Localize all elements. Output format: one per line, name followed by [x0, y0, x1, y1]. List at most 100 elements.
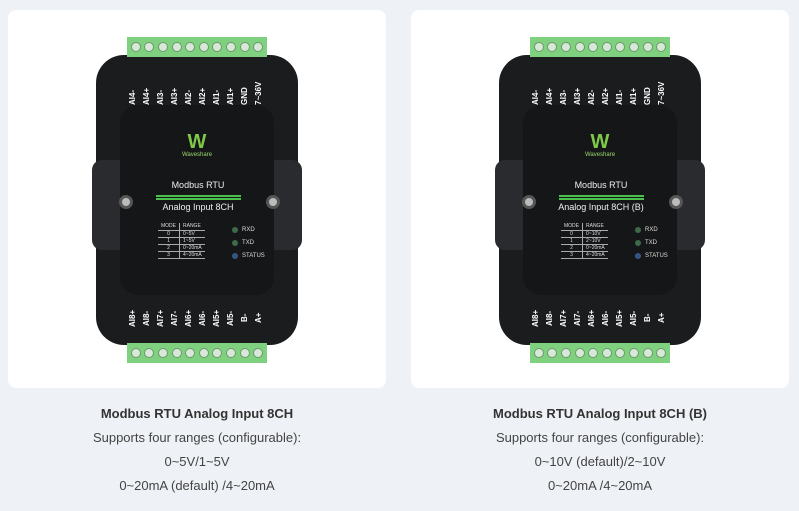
table-header: MODE — [158, 223, 180, 231]
range-cell: 0~20mA — [179, 244, 205, 252]
screw-icon — [171, 348, 182, 358]
led-label: STATUS — [645, 252, 668, 259]
screw-icon — [157, 348, 168, 358]
pin-label: AI4- — [531, 89, 540, 105]
range-cell: 4~20mA — [179, 251, 205, 259]
pin-label: AI6- — [198, 310, 207, 326]
pin-label: AI5+ — [212, 309, 221, 327]
bolt-icon — [522, 195, 536, 209]
pin-label: AI5+ — [615, 309, 624, 327]
pin-label: GND — [643, 87, 652, 105]
led-icon — [232, 239, 238, 246]
product-title[interactable]: Modbus RTU Analog Input 8CH (B) — [493, 406, 707, 421]
pin-label: AI7- — [573, 310, 582, 326]
pin-label: AI8+ — [531, 309, 540, 327]
led-indicator: TXD — [232, 236, 265, 249]
device-label: Modbus RTU — [574, 180, 628, 190]
led-indicator: STATUS — [635, 249, 668, 262]
pin-label: B- — [643, 313, 652, 323]
arrow-icon — [559, 195, 644, 200]
bolt-icon — [669, 195, 683, 209]
pin-label: AI1+ — [629, 87, 638, 105]
mode-cell: 0 — [561, 230, 583, 238]
pin-label: AI4- — [128, 89, 137, 105]
pin-label: AI2+ — [601, 87, 610, 105]
screw-icon — [157, 42, 168, 52]
led-indicator: RXD — [635, 223, 668, 236]
range-cell: 2~10V — [582, 237, 608, 245]
screw-icon — [130, 42, 141, 52]
device-face — [120, 105, 274, 295]
screw-icon — [547, 42, 558, 52]
device-label: Modbus RTU — [171, 180, 225, 190]
led-indicator: TXD — [635, 236, 668, 249]
pin-label: B- — [240, 313, 249, 323]
terminal-block — [530, 37, 670, 57]
product-desc: 0~10V (default)/2~10V — [534, 454, 666, 469]
screw-icon — [171, 42, 182, 52]
pin-label: AI5- — [226, 310, 235, 326]
led-label: RXD — [645, 226, 658, 233]
product-caption-1: Modbus RTU Analog Input 8CH Supports fou… — [8, 402, 386, 498]
range-cell: 0~20mA — [582, 244, 608, 252]
product-desc: Supports four ranges (configurable): — [495, 430, 705, 445]
pin-label: AI5- — [629, 310, 638, 326]
pin-label: AI1- — [615, 89, 624, 105]
pin-label: AI4+ — [142, 87, 151, 105]
screw-icon — [253, 42, 264, 52]
pin-label: AI1+ — [226, 87, 235, 105]
led-indicator: RXD — [232, 223, 265, 236]
pin-label: GND — [240, 87, 249, 105]
pin-label: AI3+ — [573, 87, 582, 105]
arrow-icon — [156, 195, 241, 200]
screw-icon — [198, 348, 209, 358]
pin-label: AI3+ — [170, 87, 179, 105]
terminal-block — [127, 37, 267, 57]
device-face — [523, 105, 677, 295]
screw-icon — [212, 348, 223, 358]
pin-label: AI7+ — [156, 309, 165, 327]
pin-label: A+ — [657, 312, 666, 324]
mode-cell: 2 — [158, 244, 180, 252]
screw-icon — [615, 42, 626, 52]
led-icon — [232, 252, 238, 259]
screw-icon — [642, 42, 653, 52]
mount-wing — [495, 160, 525, 250]
pin-label: AI3- — [156, 89, 165, 105]
led-icon — [635, 239, 641, 246]
mode-cell: 1 — [158, 237, 180, 245]
pin-label: A+ — [254, 312, 263, 324]
bolt-icon — [119, 195, 133, 209]
pin-label: AI2- — [184, 89, 193, 105]
pin-label: AI6+ — [184, 309, 193, 327]
screw-icon — [628, 42, 639, 52]
table-header: RANGE — [179, 223, 205, 231]
pin-label: AI6+ — [587, 309, 596, 327]
product-title[interactable]: Modbus RTU Analog Input 8CH — [100, 406, 294, 421]
terminal-block — [127, 343, 267, 363]
range-cell: 4~20mA — [582, 251, 608, 259]
screw-icon — [198, 42, 209, 52]
pin-label: AI6- — [601, 310, 610, 326]
pin-labels: AI8+AI8-AI7+AI7-AI6+AI6-AI5+AI5-B-A+ — [127, 294, 267, 342]
screw-icon — [547, 348, 558, 358]
screw-icon — [574, 42, 585, 52]
screw-icon — [642, 348, 653, 358]
screw-icon — [185, 348, 196, 358]
pin-label: AI7+ — [559, 309, 568, 327]
screw-icon — [560, 348, 571, 358]
screw-icon — [225, 348, 236, 358]
